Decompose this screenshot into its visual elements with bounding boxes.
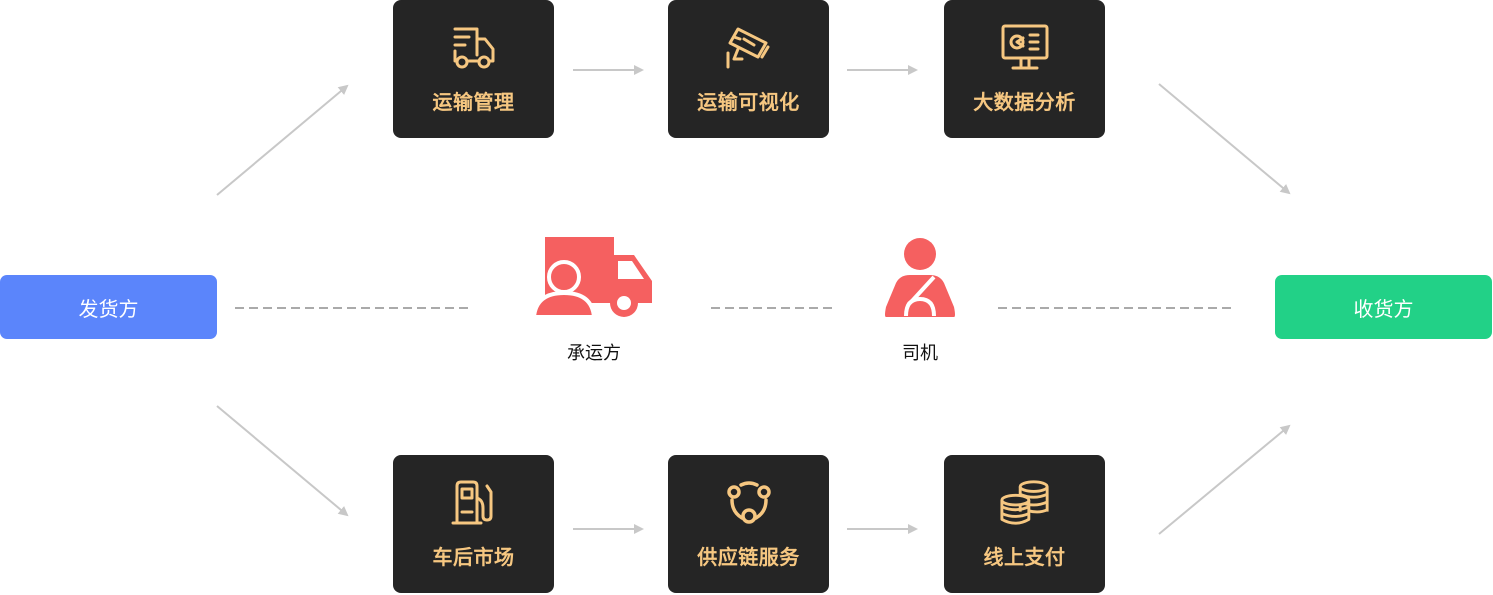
monitor-chart-icon <box>999 22 1051 74</box>
arrow-shipper-to-aftermarket <box>216 405 349 517</box>
carrier-truck-person-icon <box>531 237 654 323</box>
driver-steering-icon <box>882 237 958 323</box>
carrier-label: 承运方 <box>567 343 621 364</box>
arrow-shipper-to-transport-mgmt <box>216 84 349 196</box>
online-payment-label: 线上支付 <box>983 545 1066 569</box>
surveillance-camera-icon <box>723 22 775 74</box>
fuel-pump-icon <box>448 477 500 529</box>
auto-aftermarket-label: 车后市场 <box>432 545 515 569</box>
network-nodes-icon <box>723 477 775 529</box>
receiver-node[interactable]: 收货方 <box>1275 275 1492 339</box>
driver-node[interactable]: 司机 <box>880 237 960 365</box>
auto-aftermarket-card[interactable]: 车后市场 <box>393 455 554 593</box>
carrier-node[interactable]: 承运方 <box>531 237 654 365</box>
arrow-payment-to-receiver <box>1158 424 1291 535</box>
shipper-node[interactable]: 发货方 <box>0 275 217 339</box>
transport-management-card[interactable]: 运输管理 <box>393 0 554 138</box>
receiver-label: 收货方 <box>1353 296 1414 321</box>
transport-visualization-card[interactable]: 运输可视化 <box>668 0 829 138</box>
shipper-label: 发货方 <box>78 296 139 321</box>
transport-management-label: 运输管理 <box>432 90 515 114</box>
driver-label: 司机 <box>902 343 938 364</box>
big-data-analysis-label: 大数据分析 <box>973 90 1076 114</box>
supply-chain-service-label: 供应链服务 <box>697 545 800 569</box>
coin-stacks-icon <box>999 477 1051 529</box>
delivery-truck-icon <box>448 22 500 74</box>
big-data-analysis-card[interactable]: 大数据分析 <box>944 0 1105 138</box>
supply-chain-service-card[interactable]: 供应链服务 <box>668 455 829 593</box>
arrow-bigdata-to-receiver <box>1158 83 1291 195</box>
transport-visualization-label: 运输可视化 <box>697 90 800 114</box>
online-payment-card[interactable]: 线上支付 <box>944 455 1105 593</box>
